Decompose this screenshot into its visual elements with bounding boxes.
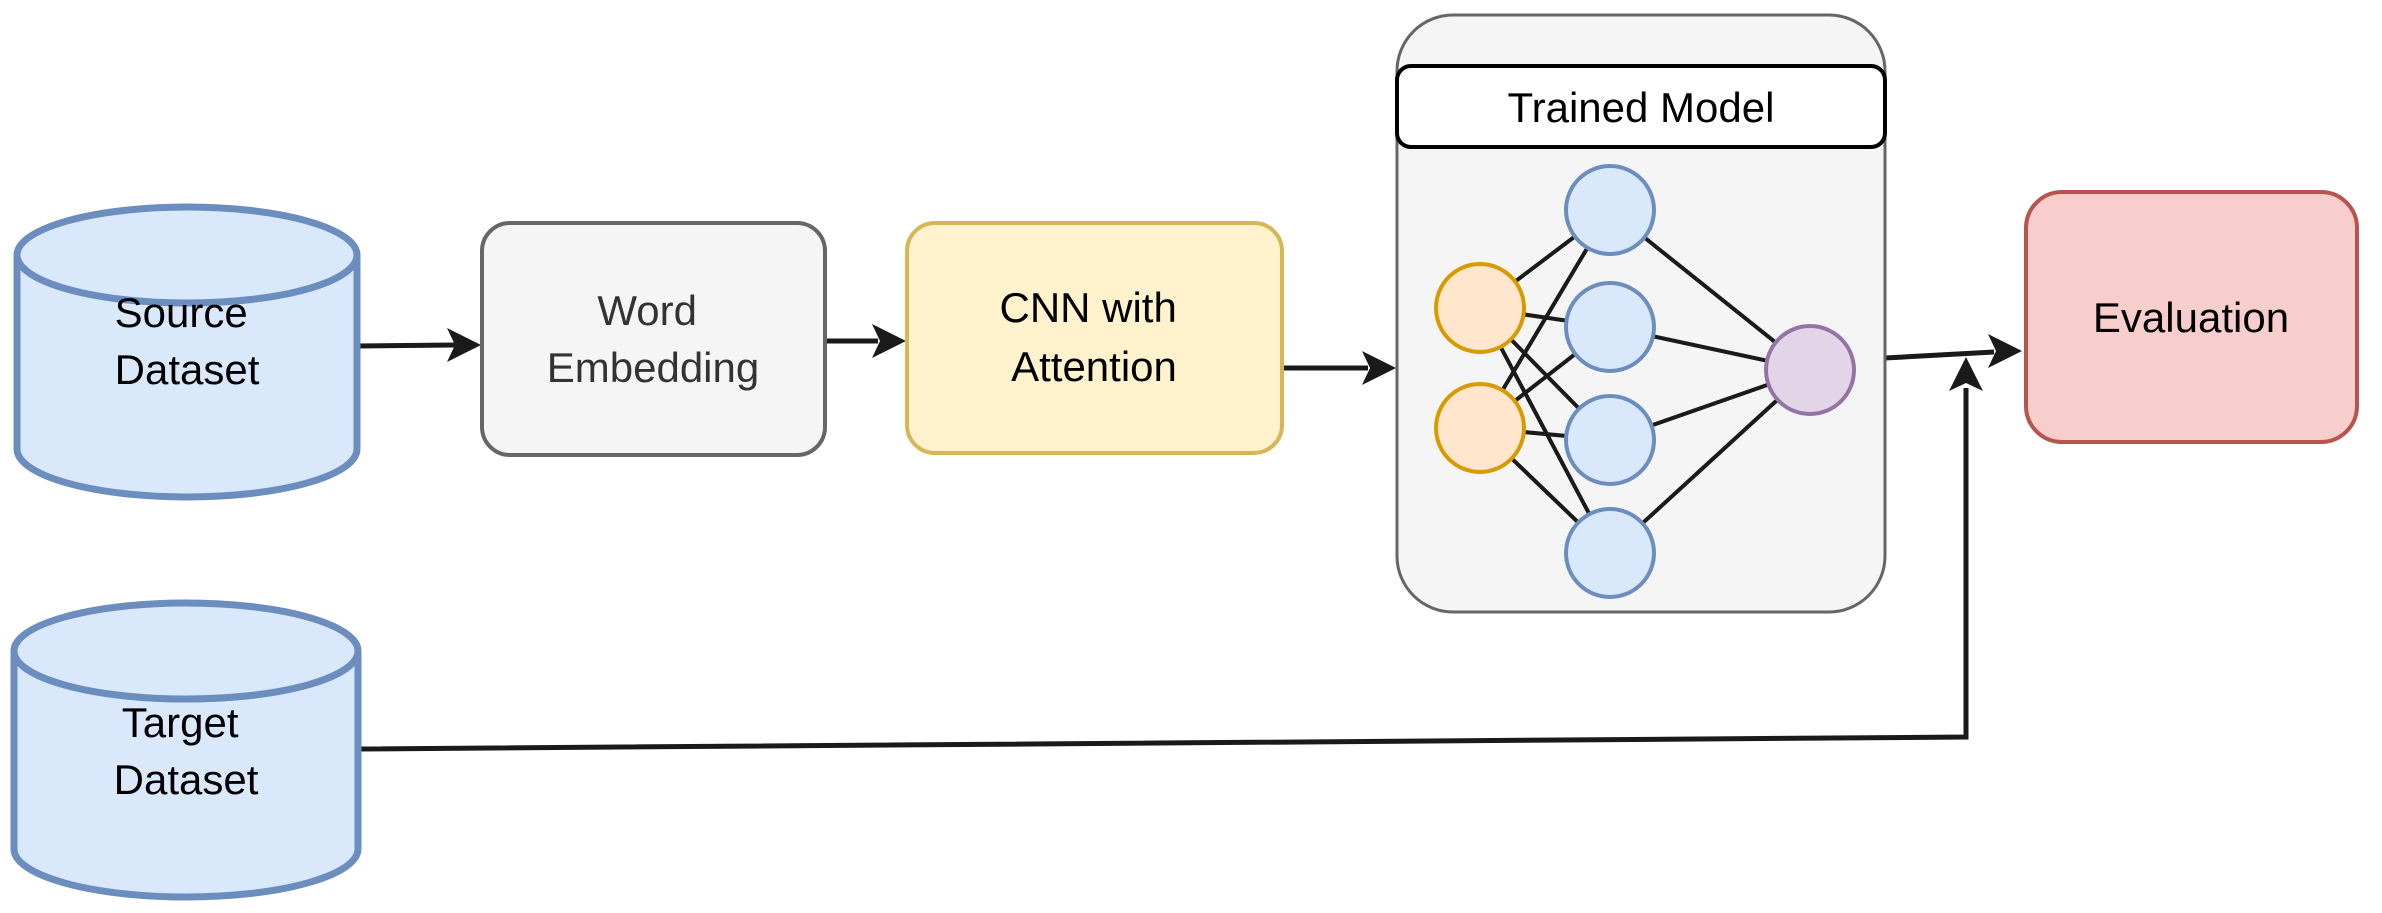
- nn-hidden-node: [1564, 164, 1656, 256]
- nn-output-layer: [1764, 324, 1856, 416]
- cnn-attention-line1: CNN with: [999, 284, 1176, 331]
- target-dataset-label: Target Dataset: [114, 699, 259, 803]
- connector-target-to-evaluation: [357, 388, 1969, 752]
- connector-heads: [447, 324, 2022, 391]
- word-embedding-box: [480, 221, 827, 457]
- cnn-attention-label: CNN with Attention: [999, 284, 1188, 390]
- arrow-trainedmodel-to-evaluation: [1884, 349, 1995, 361]
- word-embedding-label: Word Embedding: [547, 287, 759, 391]
- arrowhead-into-evaluation: [1988, 334, 2022, 368]
- target-dataset-line2: Dataset: [114, 756, 259, 803]
- arrow-source-to-wordembedding: [357, 342, 456, 349]
- nn-hidden-node: [1564, 281, 1656, 373]
- nn-hidden-node: [1564, 507, 1656, 599]
- nn-input-node: [1434, 262, 1526, 354]
- target-dataset-line1: Target: [122, 699, 239, 746]
- evaluation-box: [2024, 190, 2359, 444]
- connector-shafts: [357, 338, 1995, 752]
- cylinder-top: [13, 203, 361, 307]
- nn-input-layer: [1434, 262, 1526, 474]
- cylinder-top: [10, 599, 362, 703]
- arrowhead-up-from-target: [1949, 357, 1983, 391]
- nn-hidden-node: [1564, 394, 1656, 486]
- source-dataset-line1: Source: [115, 289, 248, 336]
- source-dataset-label: Source Dataset: [115, 289, 260, 393]
- nn-output-node: [1764, 324, 1856, 416]
- cnn-attention-line2: Attention: [1011, 343, 1177, 390]
- source-dataset-line2: Dataset: [115, 346, 260, 393]
- trained-model-title: Trained Model: [1508, 84, 1775, 131]
- evaluation-label: Evaluation: [2093, 294, 2289, 341]
- target-dataset-cylinder: [10, 599, 362, 901]
- word-embedding-line1: Word: [597, 287, 697, 334]
- arrowhead-into-trainedmodel: [1362, 351, 1396, 385]
- arrowhead-into-wordembedding: [447, 328, 481, 362]
- nn-hidden-layer: [1564, 164, 1656, 599]
- nn-input-node: [1434, 382, 1526, 474]
- trained-model-title-band: [1395, 64, 1887, 149]
- source-dataset-cylinder: [13, 203, 361, 501]
- word-embedding-line2: Embedding: [547, 344, 759, 391]
- nn-edge: [1478, 307, 1612, 554]
- cnn-attention-box: [905, 221, 1284, 455]
- arrowhead-into-cnn: [872, 324, 906, 358]
